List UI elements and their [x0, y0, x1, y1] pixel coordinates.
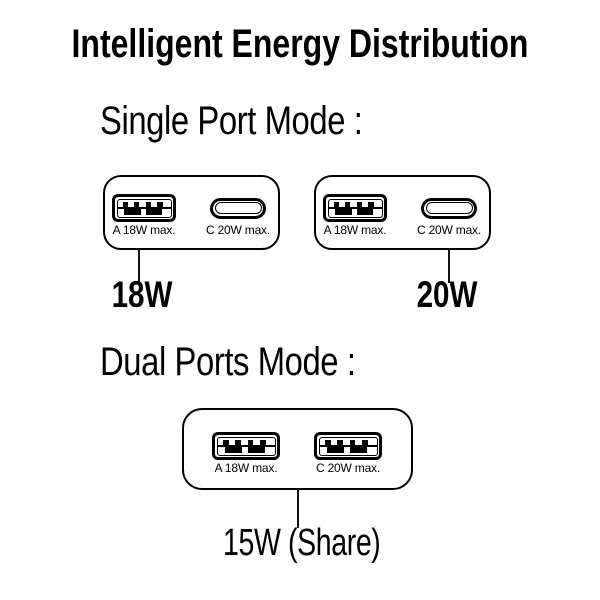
usb-a-port-label: A 18W max. — [323, 223, 387, 237]
page-title: Intelligent Energy Distribution — [71, 22, 529, 66]
usb-a-style-port-icon — [314, 432, 382, 460]
usb-a-port-label: A 18W max. — [214, 461, 278, 475]
usb-a-port: A 18W max. — [109, 194, 179, 237]
callout-line-15w — [297, 489, 299, 528]
usb-c-port: C 20W max. — [414, 194, 484, 237]
usb-a-port-icon — [112, 194, 176, 222]
usb-c-port-label: C 20W max. — [205, 223, 270, 237]
usb-c-port-icon — [210, 197, 266, 219]
dual-mode-charger: A 18W max. C 20W max. — [182, 408, 413, 490]
single-port-mode-heading: Single Port Mode : — [100, 99, 363, 143]
callout-15w-share: 15W (Share) — [223, 522, 381, 564]
usb-a-port: A 18W max. — [320, 194, 390, 237]
usb-c-port-label: C 20W max. — [416, 223, 481, 237]
usb-a-port-label: A 18W max. — [112, 223, 176, 237]
usb-a-port: A 18W max. — [206, 432, 286, 475]
callout-18w: 18W — [111, 274, 173, 315]
usb-a-port-icon — [212, 432, 280, 460]
single-mode-charger-c: A 18W max. C 20W max. — [314, 175, 491, 250]
usb-a-port-icon — [323, 194, 387, 222]
dual-ports-mode-heading: Dual Ports Mode : — [100, 340, 356, 384]
usb-c-port: C 20W max. — [308, 432, 388, 475]
usb-c-port: C 20W max. — [203, 194, 273, 237]
callout-line-18w — [138, 250, 140, 283]
single-mode-charger-a: A 18W max. C 20W max. — [103, 175, 280, 250]
callout-20w: 20W — [416, 274, 478, 315]
callout-line-20w — [448, 250, 450, 283]
usb-c-port-icon — [421, 197, 477, 219]
usb-c-port-label: C 20W max. — [315, 461, 380, 475]
